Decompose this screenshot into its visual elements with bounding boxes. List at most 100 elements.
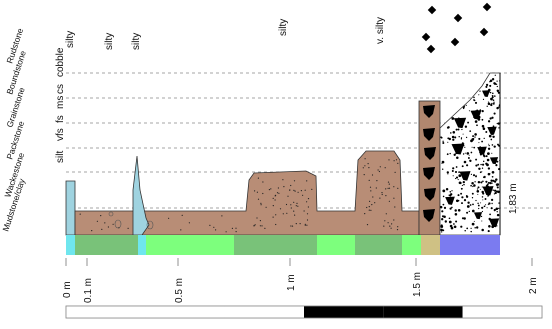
gravel-dot: [451, 77, 454, 80]
gravel-dot: [464, 152, 466, 154]
gravel-dot: [460, 187, 463, 190]
gravel-dot: [492, 92, 494, 95]
gravel-dot: [485, 180, 488, 183]
gravel-dot: [479, 171, 482, 174]
gravel-dot: [461, 196, 464, 199]
speckle-dot: [299, 223, 301, 225]
speckle-dot: [366, 224, 369, 226]
gravel-dot: [452, 82, 454, 85]
gravel-dot: [454, 213, 458, 216]
gravel-dot: [492, 99, 495, 102]
gravel-dot: [482, 127, 486, 130]
gravel-dot: [443, 116, 445, 119]
bar-segment-green-light-1: [146, 235, 234, 255]
gravel-dot: [467, 201, 470, 204]
speckle-dot: [297, 205, 299, 207]
gravel-dot: [478, 94, 480, 96]
speckle-dot: [107, 226, 109, 228]
gravel-dot: [443, 215, 446, 219]
gravel-dot: [445, 83, 448, 86]
gravel-dot: [492, 135, 495, 139]
depth-label-0: 0 m: [62, 281, 73, 298]
facies-label-5: v. silty: [375, 17, 386, 44]
bar-segment-tan: [421, 235, 440, 255]
gravel-dot: [481, 220, 483, 222]
gravel-dot: [456, 75, 459, 79]
speckle-dot: [297, 191, 299, 193]
speckle-dot: [277, 187, 279, 189]
unit-blue-silt-left: [65, 180, 76, 236]
gravel-dot: [452, 167, 455, 170]
gravel-dot: [447, 137, 450, 140]
gravel-dot: [469, 81, 472, 84]
gravel-dot: [471, 209, 475, 213]
speckle-dot: [379, 166, 381, 168]
gravel-dot: [441, 109, 444, 112]
gravel-dot: [489, 173, 491, 175]
gravel-dot: [477, 193, 479, 195]
gravel-dot: [491, 78, 495, 81]
speckle-dot: [225, 231, 227, 233]
gravel-dot: [471, 182, 474, 185]
gravel-dot: [470, 81, 473, 84]
gravel-dot: [462, 153, 465, 155]
speckle-dot: [304, 189, 306, 191]
gravel-dot: [481, 210, 483, 213]
gravel-dot: [491, 116, 494, 119]
speckle-dot: [304, 224, 306, 226]
gravel-dot: [440, 80, 443, 83]
marker-group: [421, 2, 492, 54]
gravel-dot: [483, 205, 486, 208]
gravel-dot: [470, 173, 473, 176]
gravel-dot: [493, 145, 496, 148]
speckle-dot: [254, 224, 256, 226]
gravel-dot: [449, 152, 451, 155]
gravel-dot: [467, 157, 470, 159]
gravel-dot: [494, 74, 496, 76]
scale-bar-segment: [304, 306, 384, 318]
gravel-dot: [447, 111, 450, 114]
gravel-dot: [471, 197, 474, 199]
gravel-dot: [487, 102, 491, 106]
gravel-dot: [451, 206, 453, 209]
column-clasts: [423, 105, 436, 222]
gravel-dot: [494, 191, 497, 195]
gravel-dot: [443, 119, 445, 121]
gravel-clast: [481, 90, 491, 98]
gravel-dot: [442, 140, 444, 142]
gravel-dot: [490, 207, 493, 210]
speckle-dot: [262, 181, 264, 183]
speckle-dot: [104, 222, 106, 224]
gravel-dot: [461, 165, 464, 168]
gravel-dot: [482, 199, 484, 201]
speckle-dot: [261, 225, 263, 227]
gravel-dot: [449, 82, 452, 85]
gravel-dot: [462, 180, 465, 184]
gravel-dot: [482, 160, 485, 163]
speckle-dot: [306, 213, 309, 215]
gravel-dot: [451, 91, 455, 95]
gravel-dot: [465, 136, 468, 139]
gravel-dot: [449, 110, 452, 113]
speckle-dot: [397, 187, 399, 189]
gravel-dot: [482, 180, 484, 183]
speckle-dot: [367, 163, 369, 165]
scale-bar-outline: [65, 305, 543, 319]
speckle-dot: [282, 213, 284, 215]
gravel-dot: [454, 209, 457, 212]
gravel-clast: [488, 218, 500, 228]
gravel-dot: [463, 217, 466, 220]
gravel-dot: [463, 199, 467, 202]
gravel-dot: [453, 153, 456, 156]
speckle-dot: [295, 205, 297, 207]
gravel-dot: [467, 74, 470, 76]
gravel-dot: [484, 198, 487, 200]
unit-conglomerate: [439, 72, 501, 236]
gravel-dot: [482, 98, 485, 101]
speckle-dot: [396, 229, 399, 231]
speckle-dot: [127, 227, 129, 229]
gravel-dot: [478, 142, 480, 144]
gravel-dot: [447, 84, 449, 87]
scale-bar-segment: [383, 306, 463, 318]
gravel-clast: [482, 186, 494, 196]
